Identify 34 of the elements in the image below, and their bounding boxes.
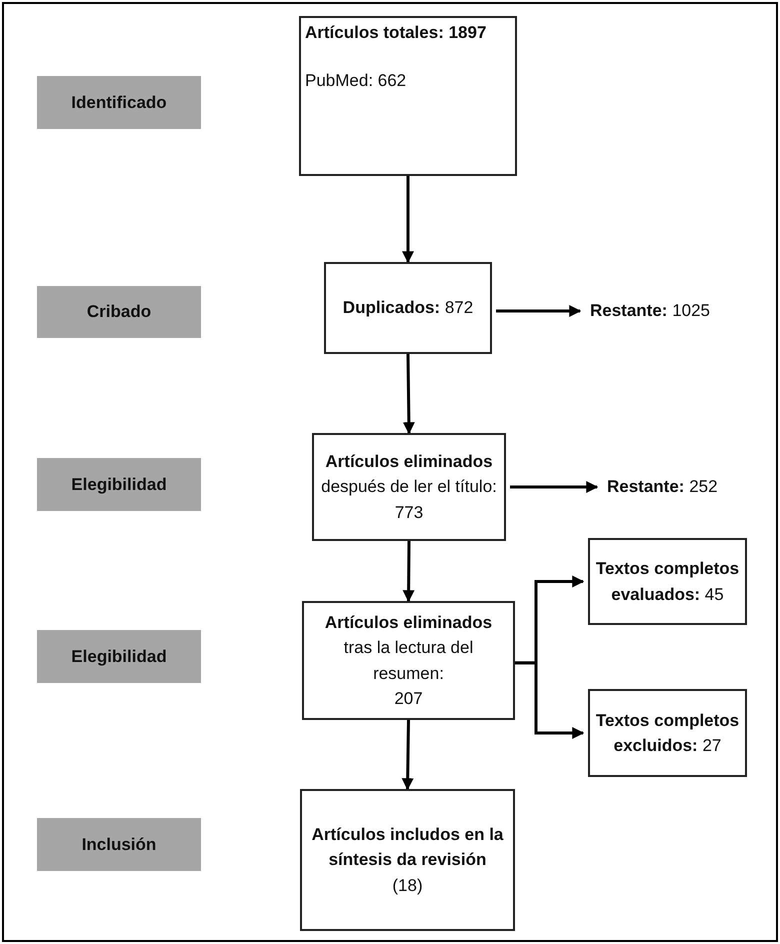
stage-label: Inclusión	[37, 818, 201, 871]
process-box	[324, 262, 492, 354]
stage-label: Identificado	[37, 76, 201, 129]
body-text: PubMed: 662	[305, 70, 406, 92]
arrow	[402, 354, 415, 434]
body-text: 207	[394, 688, 423, 710]
process-box	[302, 601, 515, 720]
body-text: Restante: 1025	[590, 300, 710, 322]
stage-label: Cribado	[37, 286, 201, 338]
arrow	[402, 176, 414, 264]
body-text: Restante: 252	[607, 476, 718, 498]
heading-text: Artículos eliminados	[324, 612, 492, 634]
process-box	[300, 789, 515, 931]
heading-text: Artículos eliminados	[325, 450, 493, 473]
body-text: tras la lectura del resumen:	[342, 637, 474, 684]
process-box	[588, 689, 747, 777]
body-text: Duplicados: 872	[342, 297, 474, 320]
body-text: después de ler el título:	[321, 476, 497, 498]
process-box	[588, 538, 747, 625]
heading-text: Artículos totales: 1897	[305, 22, 486, 44]
arrow	[515, 661, 584, 739]
process-box	[299, 16, 517, 176]
heading-text: Artículos includos en la síntesis da revisión	[310, 824, 504, 872]
stage-label: Elegibilidad	[37, 630, 201, 683]
arrow	[496, 305, 582, 317]
arrow	[402, 540, 415, 602]
process-box	[312, 433, 506, 541]
body-text: Textos completos excluidos: 27	[594, 710, 740, 757]
arrow	[402, 720, 414, 790]
body-text: Textos completos evaluados: 45	[594, 558, 740, 606]
arrow	[510, 481, 598, 493]
stage-label: Elegibilidad	[37, 458, 201, 511]
body-text: (18)	[392, 874, 423, 897]
body-text: 773	[394, 502, 424, 524]
